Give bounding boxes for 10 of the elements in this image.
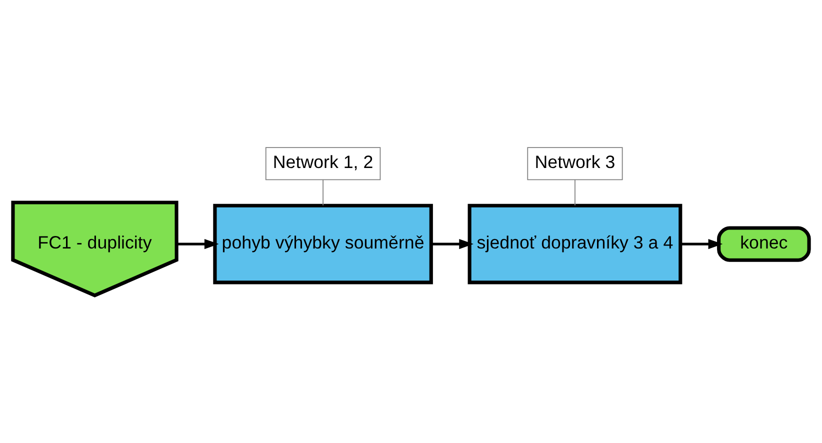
connector	[574, 180, 576, 206]
node-box: pohyb výhybky souměrně	[213, 204, 433, 284]
arrow	[431, 239, 474, 250]
node-box: sjednoť dopravníky 3 a 4	[468, 204, 682, 284]
node-box: Network 3	[527, 147, 623, 180]
node-box: Network 1, 2	[265, 147, 381, 180]
connector	[322, 180, 324, 206]
node-box: konec	[717, 226, 811, 262]
arrow	[680, 239, 723, 250]
arrow	[176, 239, 219, 250]
